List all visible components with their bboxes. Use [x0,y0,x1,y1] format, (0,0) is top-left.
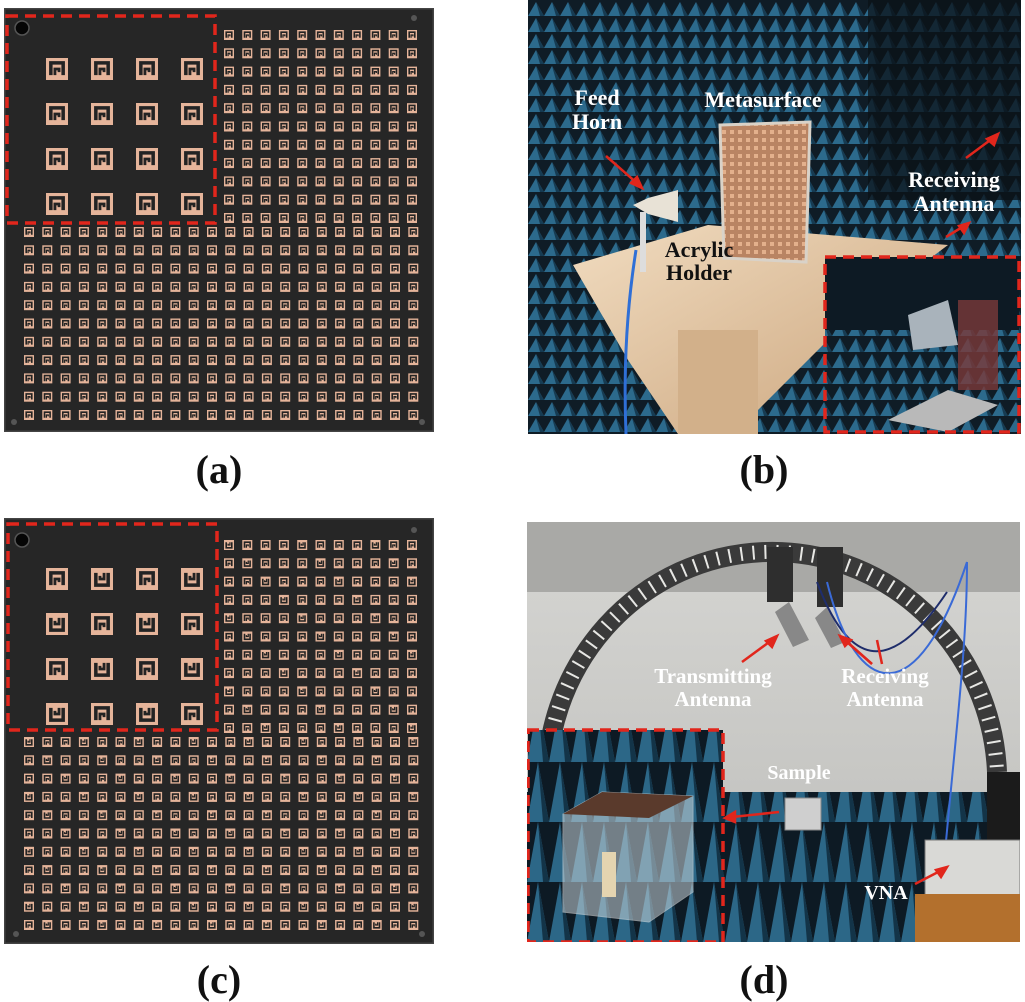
label-vna: VNA [864,882,908,904]
caption-c: (c) [196,957,242,1002]
label-sample: Sample [767,762,831,784]
label-feed-horn-line2: Horn [571,108,623,134]
label-feed-horn-line1: Feed [574,85,620,110]
label-receiving-d-line2: Antenna [846,686,924,711]
label-acrylic-line1: Acrylic [664,237,734,262]
arch-measurement-photo [527,522,1020,942]
panel-c-metasurface-board [4,518,434,944]
label-feed-horn: Feed Horn [557,86,637,134]
panel-d-arch-setup [527,522,1020,942]
label-transmitting-line2: Antenna [674,686,752,711]
panel-a-metasurface-board [4,8,434,432]
label-metasurface: Metasurface [704,87,822,112]
label-acrylic-line2: Holder [666,260,732,286]
inset-highlight [823,255,1021,434]
metasurface-board-c-image [4,518,434,944]
zoomed-region-highlight-c [6,522,219,732]
anechoic-chamber-photo [528,0,1021,434]
label-transmitting-antenna: Transmitting Antenna [628,665,798,710]
label-receiving-antenna-d: Receiving Antenna [823,665,947,710]
label-receiving-b-line1: Receiving [908,167,1000,192]
caption-b: (b) [739,447,789,492]
zoomed-region-highlight [5,14,217,225]
caption-d: (d) [739,957,789,1002]
label-receiving-d-line1: Receiving [841,664,929,688]
label-receiving-b-line2: Antenna [913,190,995,216]
label-transmitting-line1: Transmitting [654,664,772,688]
panel-b-anechoic-setup [528,0,1021,434]
caption-a: (a) [195,447,243,492]
label-receiving-antenna-b: Receiving Antenna [892,168,1016,216]
inset-highlight-d [527,728,725,942]
label-acrylic-holder: Acrylic Holder [634,238,764,284]
metasurface-board-a-image [4,8,434,432]
